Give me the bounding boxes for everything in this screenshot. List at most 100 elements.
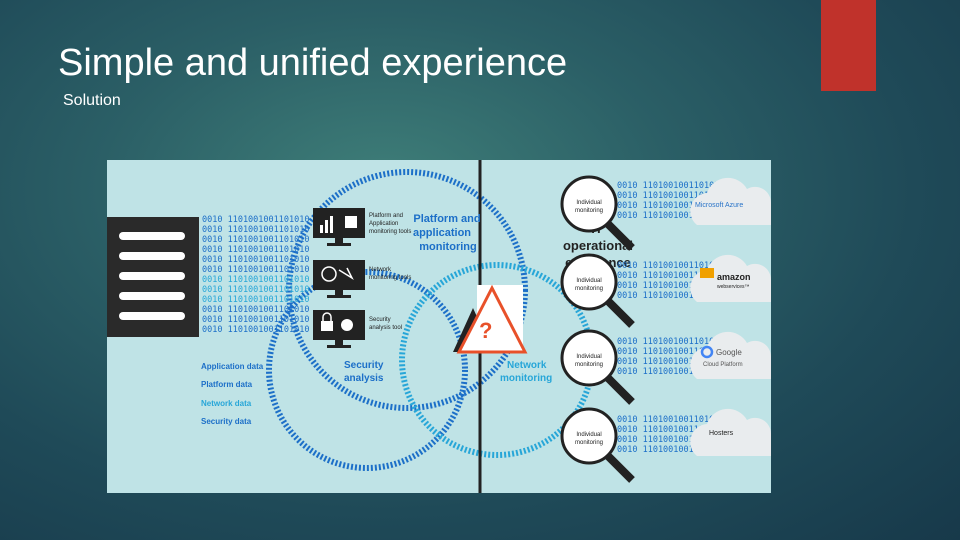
svg-text:analysis tool: analysis tool — [369, 325, 402, 331]
svg-text:0010 1101001001101010: 0010 1101001001101010 — [617, 367, 724, 377]
svg-text:0010 1101001001101010: 0010 1101001001101010 — [617, 191, 724, 201]
server-slot — [119, 252, 185, 260]
svg-text:monitoring tools: monitoring tools — [369, 229, 411, 235]
monitor-screen — [313, 260, 365, 290]
magnifier-lens — [560, 175, 618, 233]
page-title: Simple and unified experience — [58, 42, 568, 84]
binary-stream-right: 0010 1101001001101010 0010 1101001001101… — [617, 181, 724, 455]
svg-text:0010 1101001001101010: 0010 1101001001101010 — [617, 435, 724, 445]
svg-text:monitoring: monitoring — [575, 286, 603, 292]
binary-line: 0010 1101001001101010 — [202, 235, 309, 245]
svg-text:monitoring: monitoring — [500, 373, 552, 384]
svg-text:Security: Security — [344, 360, 384, 371]
magnifier-lens — [560, 407, 618, 465]
binary-line: 0010 1101001001101010 — [202, 225, 309, 235]
server-slot — [119, 312, 185, 320]
cloud-amazon: amazon webservices™ — [690, 254, 771, 302]
cloud-icon — [690, 254, 771, 302]
cloud-azure: Microsoft Azure — [690, 177, 771, 225]
svg-text:0010 1101001001101010: 0010 1101001001101010 — [617, 425, 724, 435]
magnifier-4: Individual monitoring — [560, 407, 635, 483]
svg-text:Security: Security — [369, 317, 391, 323]
binary-circle-left — [266, 269, 468, 471]
magnifier-lens — [560, 253, 618, 311]
svg-text:Platform and: Platform and — [369, 213, 403, 219]
binary-line: 0010 1101001001101010 — [202, 255, 309, 265]
monitor-screen — [313, 310, 365, 340]
cloud-icon — [690, 177, 771, 225]
chart-icon — [320, 216, 357, 233]
svg-text:webservices™: webservices™ — [717, 284, 750, 290]
svg-text:0010 1101001001101010: 0010 1101001001101010 — [617, 347, 724, 357]
svg-text:Network: Network — [369, 267, 392, 273]
svg-text:Platform and: Platform and — [413, 213, 480, 225]
accent-bar — [821, 0, 876, 91]
magnifier-1: Individual monitoring — [560, 175, 635, 251]
server-rack — [107, 217, 199, 337]
svg-text:Individual: Individual — [576, 354, 601, 360]
svg-text:Google: Google — [716, 348, 742, 357]
legend-application-data: Application data — [201, 362, 264, 371]
svg-text:0010 1101001001101010: 0010 1101001001101010 — [617, 211, 724, 221]
server-slot — [119, 272, 185, 280]
svg-text:0010 1101001001101010: 0010 1101001001101010 — [617, 181, 724, 191]
server-slot — [119, 292, 185, 300]
lock-icon — [321, 312, 353, 331]
svg-text:Individual: Individual — [576, 432, 601, 438]
svg-text:Network: Network — [507, 360, 547, 371]
binary-circle-top — [286, 169, 528, 411]
monitor-label: Network monitoring tools — [369, 267, 411, 281]
svg-text:monitoring: monitoring — [419, 241, 476, 253]
svg-text:monitoring tools: monitoring tools — [369, 275, 411, 281]
svg-text:Individual: Individual — [576, 200, 601, 206]
svg-text:Hosters: Hosters — [709, 430, 734, 437]
svg-text:0010 1101001001101010: 0010 1101001001101010 — [617, 415, 724, 425]
warning-center: ? — [453, 284, 528, 354]
binary-line: 0010 1101001001101010 — [202, 285, 309, 295]
aws-icon — [700, 268, 714, 278]
binary-line: 0010 1101001001101010 — [202, 305, 309, 315]
svg-text:operational: operational — [563, 238, 633, 253]
svg-text:application: application — [413, 227, 471, 239]
magnifier-lens — [560, 329, 618, 387]
svg-text:0010 1101001001101010: 0010 1101001001101010 — [617, 201, 724, 211]
monitor-screen — [313, 208, 365, 238]
svg-text:Cloud Platform: Cloud Platform — [703, 362, 743, 368]
svg-text:0010 1101001001101010: 0010 1101001001101010 — [617, 261, 724, 271]
warning-triangle-icon — [456, 284, 528, 354]
security-analysis-label: Security analysis — [344, 360, 384, 384]
binary-line: 0010 1101001001101010 — [202, 315, 309, 325]
diagram-svg: 0010 1101001001101010 0010 1101001001101… — [107, 160, 771, 493]
cloud-google: Google Cloud Platform — [690, 331, 771, 379]
binary-line: 0010 1101001001101010 — [202, 275, 309, 285]
platform-app-label: Platform and application monitoring — [413, 213, 481, 253]
network-icon — [321, 266, 354, 282]
monitor-security: Security analysis tool — [313, 310, 402, 348]
svg-text:0010 1101001001101010: 0010 1101001001101010 — [617, 271, 724, 281]
solution-diagram: 0010 1101001001101010 0010 1101001001101… — [107, 160, 771, 493]
svg-text:amazon: amazon — [717, 272, 751, 282]
binary-line: 0010 1101001001101010 — [202, 215, 309, 225]
monitor-platform-app: Platform and Application monitoring tool… — [313, 208, 411, 246]
binary-line: 0010 1101001001101010 — [202, 245, 309, 255]
svg-text:monitoring: monitoring — [575, 440, 603, 446]
binary-line: 0010 1101001001101010 — [202, 265, 309, 275]
svg-text:0010 1101001001101010: 0010 1101001001101010 — [617, 357, 724, 367]
svg-text:0010 1101001001101010: 0010 1101001001101010 — [617, 337, 724, 347]
legend-security-data: Security data — [201, 417, 252, 426]
svg-text:Microsoft Azure: Microsoft Azure — [695, 202, 743, 209]
svg-text:analysis: analysis — [344, 373, 384, 384]
svg-text:Application: Application — [369, 221, 398, 227]
binary-line: 0010 1101001001101010 — [202, 325, 309, 335]
monitor-network: Network monitoring tools — [313, 260, 411, 298]
magnifier-3: Individual monitoring — [560, 329, 635, 405]
svg-text:monitoring: monitoring — [575, 208, 603, 214]
cloud-hosters: Hosters — [690, 408, 771, 456]
binary-line: 0010 1101001001101010 — [202, 295, 309, 305]
magnifier-2: Individual monitoring — [560, 253, 635, 328]
cloud-icon — [690, 331, 771, 379]
monitor-label: Security analysis tool — [369, 317, 402, 331]
binary-stream-left: 0010 1101001001101010 0010 1101001001101… — [202, 215, 309, 335]
legend-network-data: Network data — [201, 399, 252, 408]
svg-text:0010 1101001001101010: 0010 1101001001101010 — [617, 445, 724, 455]
